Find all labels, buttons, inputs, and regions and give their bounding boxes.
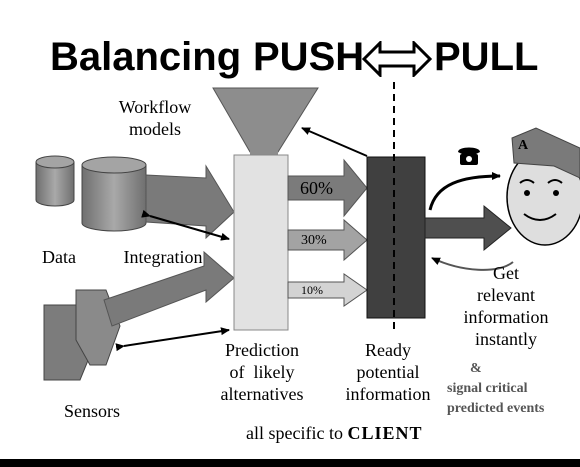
footer-prefix: all specific to <box>246 423 348 443</box>
prediction-box <box>233 154 289 331</box>
client-face-icon <box>506 127 580 246</box>
integration-label: Integration <box>123 247 203 267</box>
percent-30: 30% <box>301 233 327 248</box>
ready-box <box>366 156 426 319</box>
prediction-label-line2: of likely <box>229 362 295 382</box>
ready-label-line2: potential <box>356 362 420 382</box>
workflow-label-line2: models <box>129 119 181 139</box>
funnel-neck <box>250 148 278 158</box>
signal-line2: predicted events <box>447 401 545 416</box>
get-info-line4: instantly <box>475 329 537 349</box>
workflow-label-line1: Workflow <box>118 97 192 117</box>
workflow-funnel <box>212 87 319 153</box>
double-arrow-icon <box>362 41 432 77</box>
data-label: Data <box>42 247 76 267</box>
ampersand: & <box>470 361 482 376</box>
delivery-arrow <box>424 204 512 252</box>
call-arrow <box>428 172 501 211</box>
ready-label: Ready potential information <box>334 339 442 405</box>
sensors-label: Sensors <box>63 401 120 421</box>
get-info-line2: relevant <box>477 285 535 305</box>
ready-label-line3: information <box>345 384 431 404</box>
sensor-inflow-arrow <box>103 250 235 327</box>
prediction-label-line3: alternatives <box>220 384 304 404</box>
bottom-rule <box>0 459 580 467</box>
feedback-arrow <box>301 127 368 157</box>
footer-client: CLIENT <box>347 423 423 443</box>
title-balancing: Balancing <box>50 35 242 79</box>
get-info-line3: information <box>463 307 549 327</box>
prediction-label-line1: Prediction <box>225 340 299 360</box>
prediction-label: Prediction of likely alternatives <box>200 339 324 405</box>
data-store-icon <box>35 155 147 232</box>
signal-line1: signal critical <box>447 381 528 396</box>
integration-link-lower <box>115 327 230 352</box>
arrow-10 <box>287 273 368 307</box>
get-info-line1: Get <box>493 263 519 283</box>
workflow-label: Workflow models <box>100 96 210 140</box>
get-info-label: Get relevant information instantly <box>450 262 562 350</box>
percent-10: 10% <box>301 283 323 297</box>
integration-link-upper <box>141 209 230 241</box>
return-arrow <box>431 257 514 271</box>
cap-letter: A <box>518 138 529 153</box>
ready-label-line1: Ready <box>365 340 411 360</box>
arrow-30 <box>287 218 368 262</box>
client-cap-icon <box>511 127 580 179</box>
phone-icon <box>458 147 480 165</box>
title-push: PUSH <box>253 35 365 79</box>
title-pull: PULL <box>434 35 539 79</box>
footer-caption: all specific to CLIENT <box>246 422 423 444</box>
arrow-60 <box>287 158 368 218</box>
percent-60: 60% <box>300 178 333 198</box>
